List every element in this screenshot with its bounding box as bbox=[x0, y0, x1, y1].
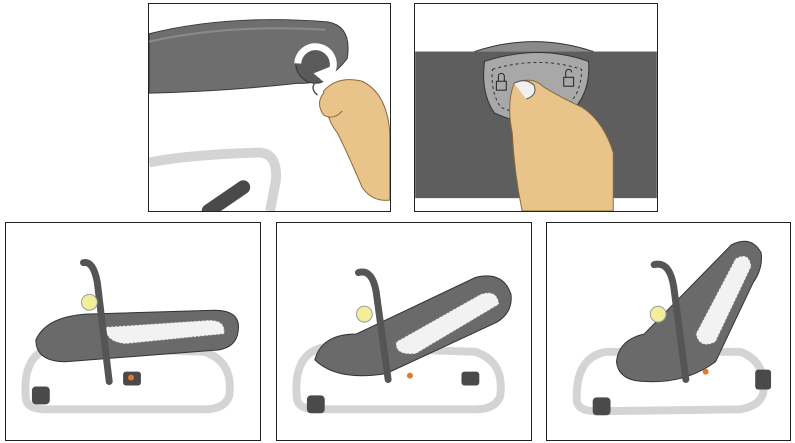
foot-left bbox=[593, 397, 611, 415]
bouncer-middle-illustration bbox=[277, 223, 531, 440]
seat-fabric bbox=[315, 276, 511, 376]
backrest-top bbox=[475, 42, 594, 52]
accent-clip bbox=[128, 375, 134, 381]
panel-position-upright bbox=[546, 222, 791, 441]
hand bbox=[323, 80, 389, 201]
foot-left bbox=[307, 395, 325, 413]
frame-foot bbox=[209, 187, 244, 211]
panel-knob-turn bbox=[148, 3, 391, 212]
foot-right bbox=[461, 372, 479, 386]
toy bbox=[650, 306, 666, 322]
panel-lock-release bbox=[414, 3, 658, 212]
panel-position-middle bbox=[276, 222, 532, 441]
foot-right bbox=[755, 370, 771, 390]
bouncer-flat-illustration bbox=[6, 223, 260, 440]
knob-turn-illustration bbox=[149, 4, 390, 211]
lock-release-illustration bbox=[415, 4, 657, 211]
toy bbox=[81, 294, 97, 310]
foot-left bbox=[32, 386, 50, 404]
toy bbox=[356, 306, 372, 322]
panel-position-flat bbox=[5, 222, 261, 441]
bouncer-upright-illustration bbox=[547, 223, 790, 440]
accent-clip bbox=[407, 373, 413, 379]
accent-clip bbox=[703, 369, 709, 375]
